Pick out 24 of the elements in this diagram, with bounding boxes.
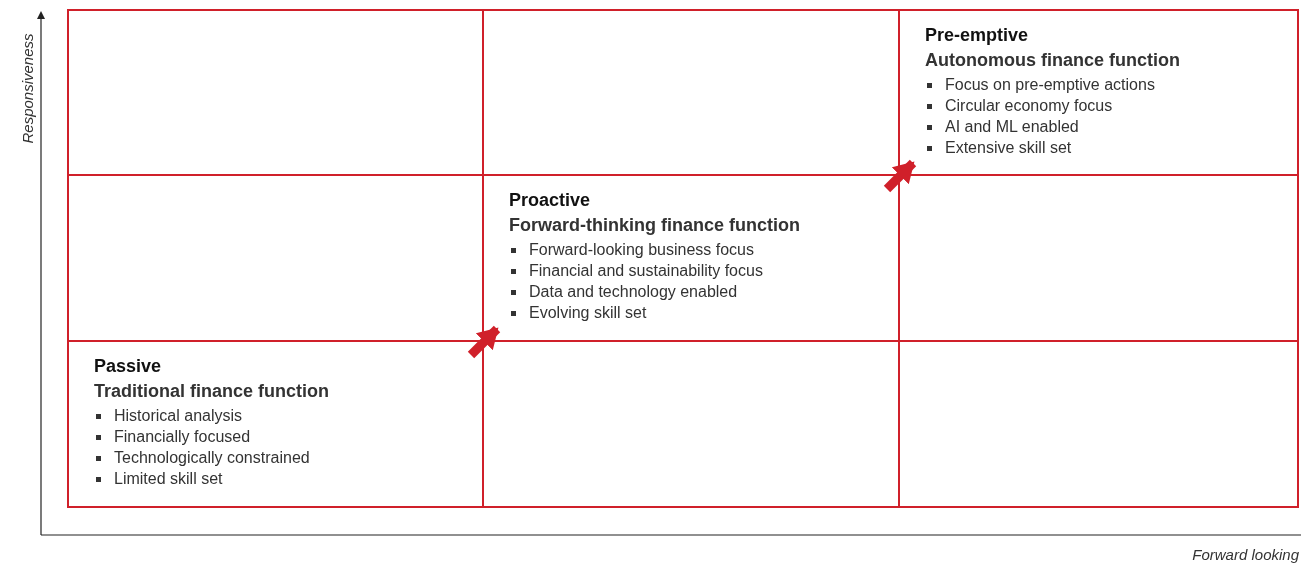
bullet-item: Limited skill set <box>94 470 329 488</box>
bullet-item: Financial and sustainability focus <box>509 262 800 280</box>
axis-label: Forward looking <box>1192 546 1299 563</box>
stage-heading: Passive <box>94 356 163 377</box>
grid-cell <box>67 340 484 508</box>
stage-heading: Pre-emptive <box>925 25 1030 46</box>
grid-cell <box>898 9 1299 176</box>
bullet-item: Focus on pre-emptive actions <box>925 76 1180 94</box>
bullet-item: Extensive skill set <box>925 139 1180 157</box>
bullet-item: Historical analysis <box>94 407 329 425</box>
bullet-item: Financially focused <box>94 428 329 446</box>
grid-cell <box>67 9 484 176</box>
bullet-item: Circular economy focus <box>925 97 1180 115</box>
grid-cell <box>898 340 1299 508</box>
axis-label: Responsiveness <box>18 33 36 144</box>
bullet-item: Evolving skill set <box>509 304 800 322</box>
bullet-item: Forward-looking business focus <box>509 241 800 259</box>
stage-subtitle: Autonomous finance function <box>925 50 1180 71</box>
stage-subtitle: Forward-thinking finance function <box>509 215 800 236</box>
bullet-item: Technologically constrained <box>94 449 329 467</box>
stage-subtitle: Traditional finance function <box>94 381 329 402</box>
stage-heading: Proactive <box>509 190 592 211</box>
bullet-item: Data and technology enabled <box>509 283 800 301</box>
bullet-item: AI and ML enabled <box>925 118 1180 136</box>
